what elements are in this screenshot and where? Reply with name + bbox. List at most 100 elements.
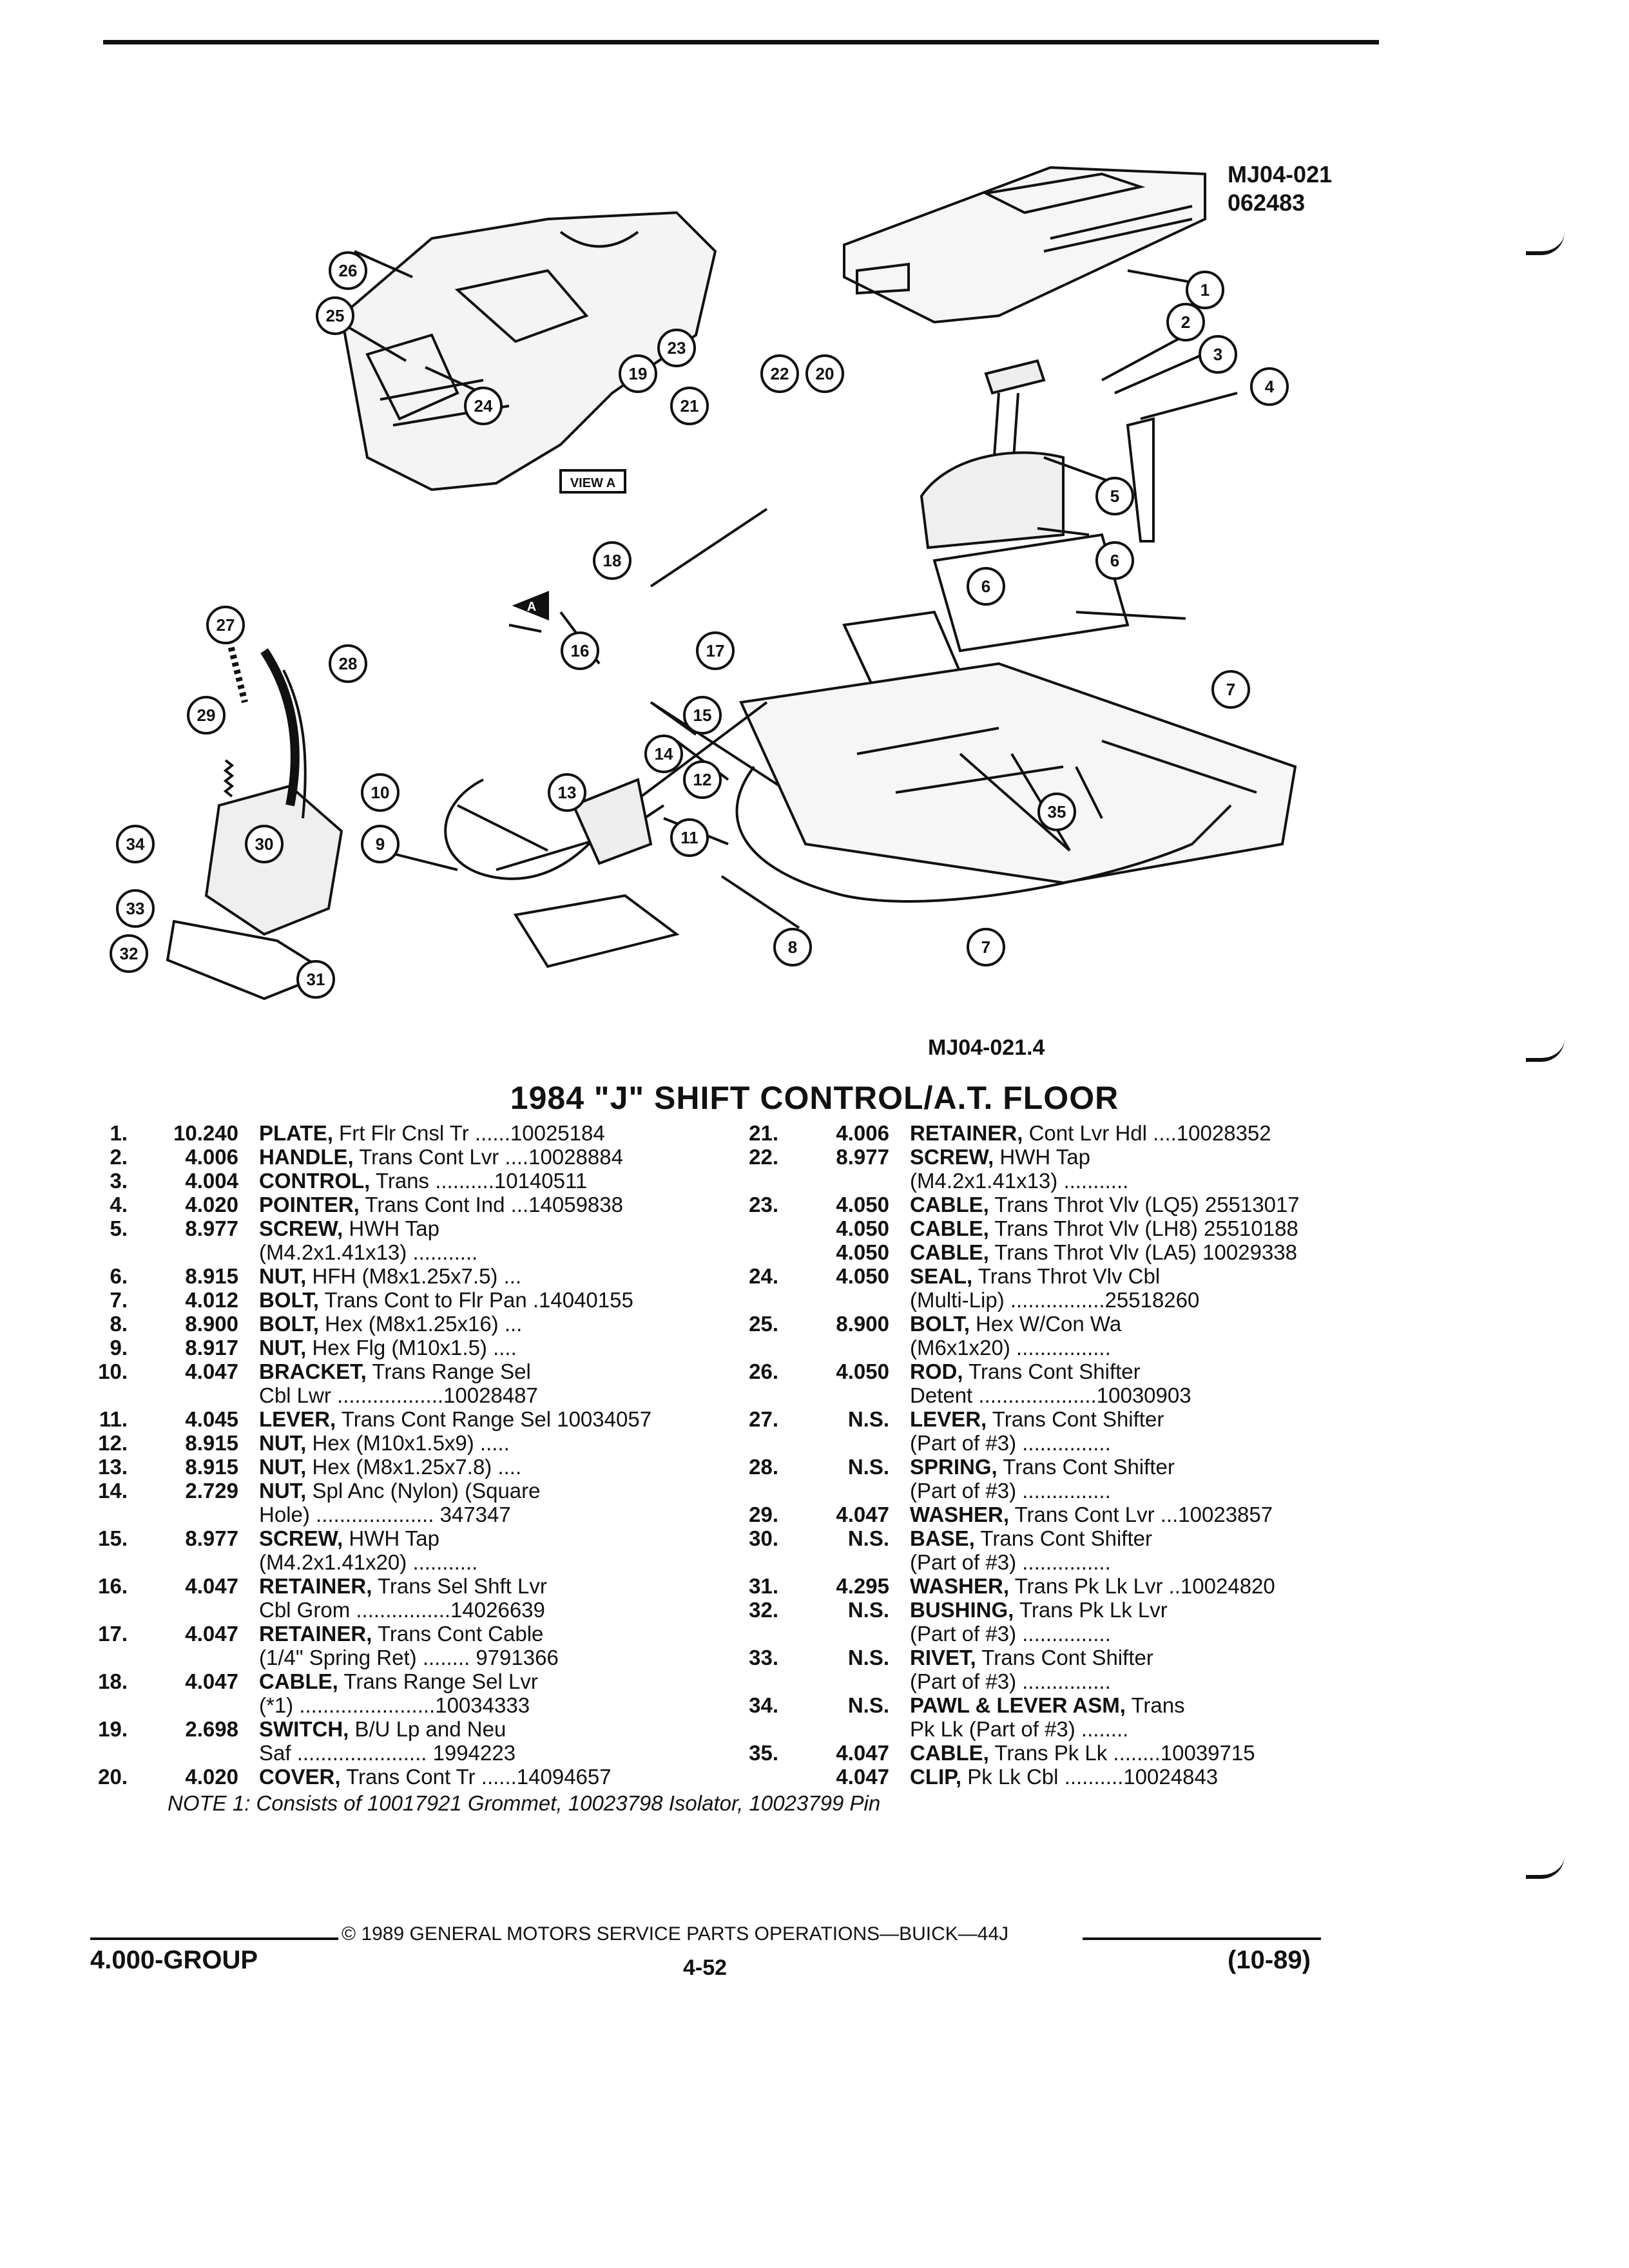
callout-number: 11 [680,828,699,847]
part-number: 7. [110,1288,128,1312]
parts-row: (Part of #3) ............... [741,1550,1385,1574]
part-name: SCREW, [259,1216,343,1240]
group-number: 4.012 [185,1288,238,1312]
part-description: RIVET, Trans Cont Shifter [910,1646,1153,1669]
group-number: 4.020 [185,1193,238,1216]
part-detail: Trans Pk Lk ........10039715 [988,1741,1255,1765]
callout-number: 16 [571,641,590,660]
parts-row: Cbl Lwr ..................10028487 [90,1383,760,1407]
parts-row: Hole) .................... 347347 [90,1503,760,1526]
group-number: 4.047 [836,1765,889,1789]
part-detail: Trans Cont Lvr ...10023857 [1009,1503,1273,1526]
part-detail: Pk Lk Cbl ..........10024843 [961,1765,1219,1789]
footer-rule-right [1083,1937,1321,1940]
part-detail: Trans Throt Vlv (LA5) 10029338 [988,1240,1298,1264]
part-detail: Trans Cont Shifter [987,1407,1164,1431]
callout-number: 15 [693,706,712,725]
part-number: 26. [749,1360,778,1383]
callout-number: 28 [339,654,358,673]
callout-number: 34 [126,834,145,854]
footer-copyright: © 1989 GENERAL MOTORS SERVICE PARTS OPER… [342,1923,1009,1945]
part-number: 31. [749,1574,778,1598]
part-name: SCREW, [910,1145,994,1169]
part-description: BUSHING, Trans Pk Lk Lvr [910,1598,1168,1622]
part-detail: (Part of #3) ............... [910,1669,1111,1693]
callout-number: 31 [307,970,325,989]
part-description: BOLT, Hex (M8x1.25x16) ... [259,1312,522,1336]
part-detail: (M4.2x1.41x13) ........... [259,1240,478,1264]
part-detail: (M6x1x20) ................ [910,1336,1111,1360]
part-detail: Hex W/Con Wa [969,1312,1122,1336]
part-number: 28. [749,1455,778,1479]
parts-row: (M4.2x1.41x13) ........... [90,1240,760,1264]
part-name: COVER, [259,1765,341,1789]
part-description: (M4.2x1.41x20) ........... [259,1550,477,1574]
part-number: 30. [749,1526,778,1550]
part-description: CABLE, Trans Throt Vlv (LH8) 25510188 [910,1216,1298,1240]
figure-code: MJ04-021 [1228,161,1333,187]
part-name: PLATE, [259,1121,333,1145]
part-name: RETAINER, [259,1574,372,1598]
part-detail: Trans ..........10140511 [370,1169,588,1193]
callout-number: 1 [1200,280,1210,300]
parts-row: (Part of #3) ............... [741,1622,1385,1646]
parts-row: Pk Lk (Part of #3) ........ [741,1717,1385,1741]
group-number: 4.047 [836,1503,889,1526]
callout-number: 5 [1110,486,1119,506]
part-description: NUT, Hex (M10x1.5x9) ..... [259,1431,510,1455]
part-description: PAWL & LEVER ASM, Trans [910,1693,1185,1717]
part-detail: (*1) .......................10034333 [259,1693,530,1717]
group-number: 8.900 [185,1312,238,1336]
group-number: 8.915 [185,1264,238,1288]
part-description: (M4.2x1.41x13) ........... [910,1169,1128,1193]
part-detail: Cont Lvr Hdl ....10028352 [1023,1121,1271,1145]
part-detail: Hex (M8x1.25x7.8) .... [306,1455,522,1479]
part-description: NUT, Spl Anc (Nylon) (Square [259,1479,541,1503]
callout-number: 8 [788,937,797,957]
part-name: NUT, [259,1264,307,1288]
part-detail: (M4.2x1.41x20) ........... [259,1550,478,1574]
part-description: Hole) .................... 347347 [259,1503,511,1526]
part-detail: Trans Cont Lvr ....10028884 [353,1145,623,1169]
group-number: 8.915 [185,1431,238,1455]
callout-number: 29 [197,706,216,725]
part-name: SPRING, [910,1455,998,1479]
part-description: PLATE, Frt Flr Cnsl Tr ......10025184 [259,1121,605,1145]
part-detail: Cbl Grom ................14026639 [259,1598,545,1622]
callout-number: 23 [668,338,686,358]
part-number: 3. [110,1169,128,1193]
part-description: (Part of #3) ............... [910,1669,1111,1693]
callout-number: 17 [706,641,725,660]
parts-row: (1/4" Spring Ret) ........ 9791366 [90,1646,760,1669]
part-description: CABLE, Trans Throt Vlv (LQ5) 25513017 [910,1193,1300,1216]
part-detail: Trans [1125,1693,1185,1717]
group-number: 4.050 [836,1264,889,1288]
group-number: 8.977 [185,1526,238,1550]
part-detail: Trans Cont Range Sel 10034057 [336,1407,652,1431]
callout-number: 7 [981,937,990,957]
part-name: WASHER, [910,1574,1010,1598]
part-detail: Saf ...................... 1994223 [259,1741,516,1765]
group-number: N.S. [847,1693,889,1717]
group-number: 4.020 [185,1765,238,1789]
parts-row: Detent ....................10030903 [741,1383,1385,1407]
parts-row: 27.N.S.LEVER, Trans Cont Shifter [741,1407,1385,1431]
part-detail: B/U Lp and Neu [349,1717,506,1741]
part-description: (1/4" Spring Ret) ........ 9791366 [259,1646,559,1669]
parts-row: Cbl Grom ................14026639 [90,1598,760,1622]
group-number: 8.977 [836,1145,889,1169]
parts-row: 30.N.S.BASE, Trans Cont Shifter [741,1526,1385,1550]
part-description: HANDLE, Trans Cont Lvr ....10028884 [259,1145,623,1169]
part-description: BRACKET, Trans Range Sel [259,1360,531,1383]
part-name: BRACKET, [259,1360,367,1383]
margin-mark [1526,232,1565,255]
part-name: CABLE, [910,1741,989,1765]
